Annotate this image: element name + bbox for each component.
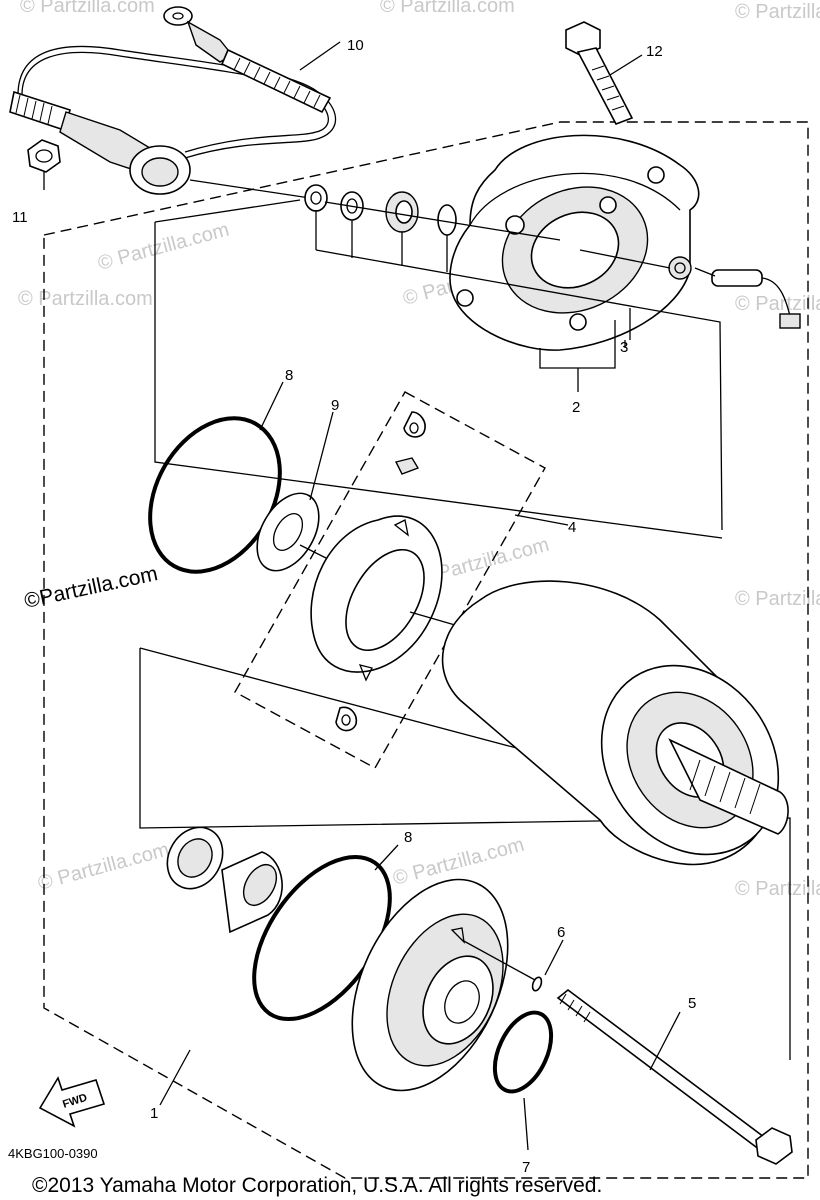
diagram-code: 4KBG100-0390 [8, 1146, 98, 1161]
callout-9: 9 [331, 397, 339, 414]
fwd-arrow-icon: FWD [38, 1076, 106, 1128]
nut [27, 139, 61, 173]
watermark: © Partzilla.com [735, 588, 820, 610]
bearings [166, 826, 283, 934]
callout-8-upper: 8 [285, 367, 293, 384]
watermark: © Partzilla.com [735, 878, 820, 900]
terminal-washers [304, 184, 457, 236]
brush-plate-outline [234, 391, 546, 769]
callout-3: 3 [620, 339, 628, 356]
small-o-ring [531, 976, 543, 992]
callout-4: 4 [568, 519, 576, 536]
front-cover [351, 878, 536, 1092]
partzilla-watermark: ©Partzilla.com [22, 562, 159, 613]
watermark: © Partzilla.com [36, 839, 172, 895]
rear-cover [449, 134, 700, 351]
motor-yoke [441, 580, 789, 866]
watermark: © Partzilla.com [380, 0, 515, 17]
watermark: © Partzilla.com [20, 0, 155, 17]
thrust-washer [256, 492, 331, 572]
terminal-plug [711, 269, 801, 329]
watermark: © Partzilla.com [735, 293, 820, 315]
callout-7: 7 [522, 1159, 530, 1176]
starter-cable [9, 6, 337, 195]
watermark: © Partzilla.com [96, 219, 232, 275]
through-bolt [556, 988, 793, 1165]
callout-1: 1 [150, 1105, 158, 1122]
o-ring-front [492, 1010, 554, 1094]
callout-12: 12 [646, 43, 663, 60]
callout-6: 6 [557, 924, 565, 941]
callout-2: 2 [572, 399, 580, 416]
bolt [565, 21, 634, 125]
watermark: © Partzilla.com [18, 288, 153, 310]
watermark: © Partzilla.com [735, 1, 820, 23]
leader-lines [139, 199, 791, 1060]
callout-8-lower: 8 [404, 829, 412, 846]
copyright-notice: ©2013 Yamaha Motor Corporation, U.S.A. A… [32, 1174, 602, 1197]
callouts: 1 2 3 4 5 6 7 8 8 9 10 11 12 [12, 37, 696, 1176]
callout-11: 11 [12, 209, 28, 226]
callout-10: 10 [347, 37, 364, 54]
assembly-outline [43, 121, 809, 1179]
callout-5: 5 [688, 995, 696, 1012]
brush-plate [310, 411, 456, 732]
callout-leaders [43, 41, 681, 1151]
